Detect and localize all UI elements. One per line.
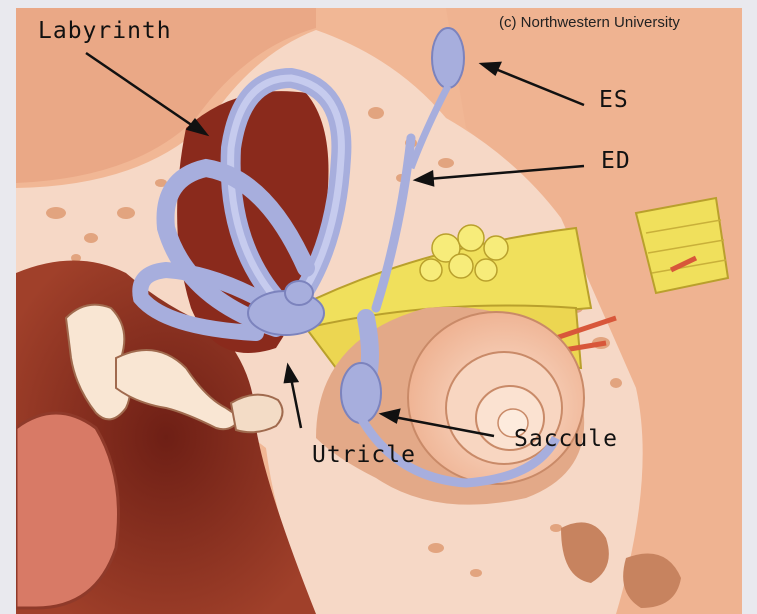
label-ed: ED xyxy=(601,148,631,174)
label-saccule: Saccule xyxy=(514,426,618,452)
inner-ear-illustration: Labyrinth ES ED Utricle Saccule (c) Nort… xyxy=(16,8,742,614)
label-utricle: Utricle xyxy=(312,442,416,468)
copyright-credit: (c) Northwestern University xyxy=(499,14,680,31)
label-es: ES xyxy=(599,87,629,113)
anatomy-drawing xyxy=(16,8,742,614)
label-labyrinth: Labyrinth xyxy=(38,18,172,44)
